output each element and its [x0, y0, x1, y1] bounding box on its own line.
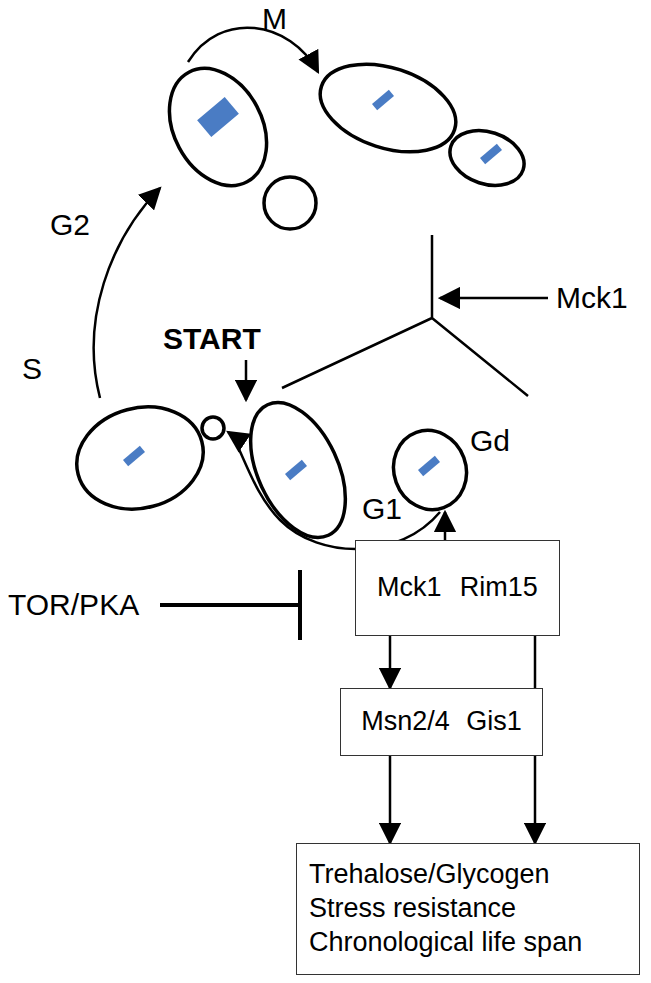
inhibition-bar: [160, 570, 300, 640]
promote-arrow: [444, 512, 447, 540]
yeast-bud: [202, 417, 224, 439]
box-text: Chronological life span: [309, 926, 582, 960]
start-arrow: [245, 360, 248, 400]
yeast-cell: [309, 48, 467, 167]
yeast-cell: [65, 393, 215, 523]
nucleus: [372, 90, 394, 110]
stage-label: G2: [50, 208, 90, 241]
box-text: Msn2/4: [361, 705, 450, 739]
box-text: Stress resistance: [309, 892, 516, 926]
cycle-arrow: [188, 28, 318, 72]
stage-label: M: [262, 2, 287, 35]
nucleus: [418, 456, 440, 476]
nucleus: [197, 97, 239, 137]
yeast-cell: [150, 52, 286, 203]
nucleus: [480, 144, 502, 164]
yeast-bud: [264, 177, 316, 229]
stage-label: START: [163, 322, 261, 355]
flow-arrow: [389, 756, 392, 843]
nucleus: [123, 446, 145, 466]
box-text: Mck1: [377, 571, 442, 605]
box-text: Trehalose/Glycogen: [309, 858, 550, 892]
stage-label: G1: [362, 492, 402, 525]
division-branch: [282, 235, 528, 396]
yeast-cell: [231, 388, 364, 552]
process-box: Msn2/4 Gis1: [340, 688, 543, 756]
cycle-arrow: [94, 188, 160, 398]
stage-label: TOR/PKA: [8, 588, 139, 621]
box-text: Gis1: [466, 705, 522, 739]
stage-label: Mck1: [556, 281, 628, 314]
stage-label: Gd: [470, 424, 510, 457]
stage-label: S: [22, 352, 42, 385]
box-text: Rim15: [460, 571, 538, 605]
nucleus: [285, 460, 307, 480]
yeast-bud: [443, 122, 531, 195]
process-box: Mck1 Rim15: [355, 540, 560, 636]
cycle-arrow: [228, 432, 440, 549]
flow-arrow: [389, 636, 392, 688]
mck1-arrow: [440, 297, 548, 300]
process-box: Trehalose/GlycogenStress resistanceChron…: [296, 843, 640, 975]
